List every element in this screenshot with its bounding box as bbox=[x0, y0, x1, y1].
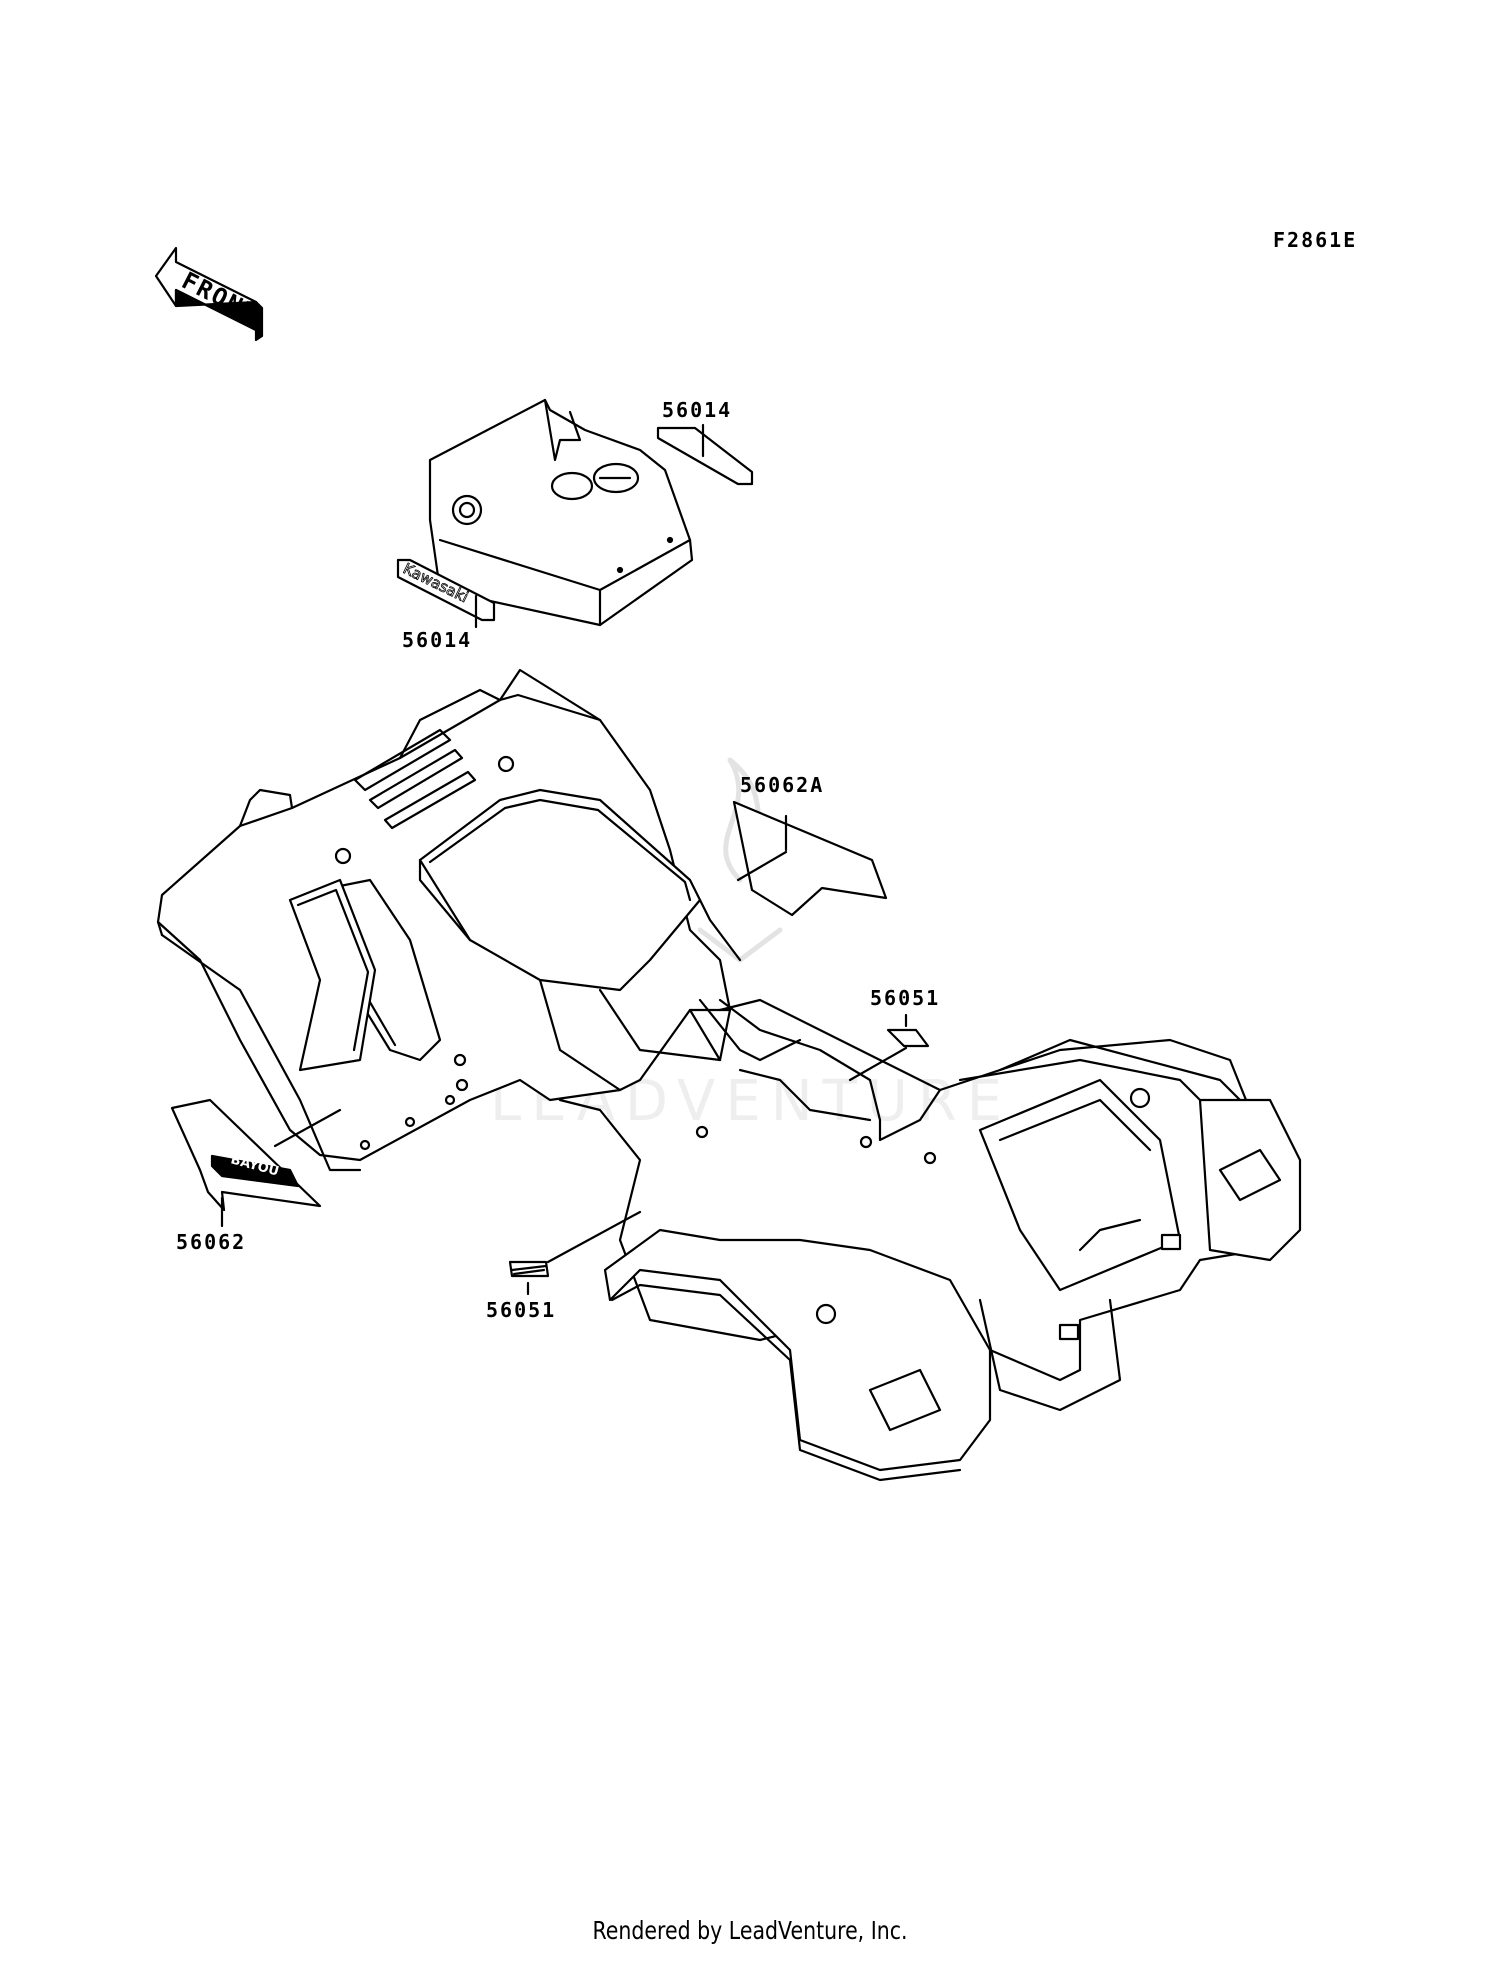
part-label-56014-top: 56014 bbox=[662, 398, 733, 422]
fender-body-part bbox=[156, 668, 1302, 1482]
decal-56051-small bbox=[848, 1013, 930, 1082]
part-label-56051-stripe: 56051 bbox=[486, 1298, 557, 1322]
footer-credit: Rendered by LeadVenture, Inc. bbox=[592, 1916, 908, 1945]
front-cover-part bbox=[428, 398, 694, 627]
part-label-56051-small: 56051 bbox=[870, 986, 941, 1010]
part-label-56062A: 56062A bbox=[740, 773, 825, 797]
decal-56014-strip bbox=[656, 423, 754, 486]
part-label-56014-kawasaki: 56014 bbox=[402, 628, 473, 652]
decal-56051-stripe bbox=[508, 1210, 642, 1296]
decal-56062A bbox=[732, 800, 888, 917]
part-label-56062: 56062 bbox=[176, 1230, 247, 1254]
figure-code: F2861E bbox=[1273, 228, 1358, 252]
front-arrow-label: FRONT bbox=[177, 266, 263, 328]
front-arrow-icon: FRONT bbox=[154, 246, 263, 342]
